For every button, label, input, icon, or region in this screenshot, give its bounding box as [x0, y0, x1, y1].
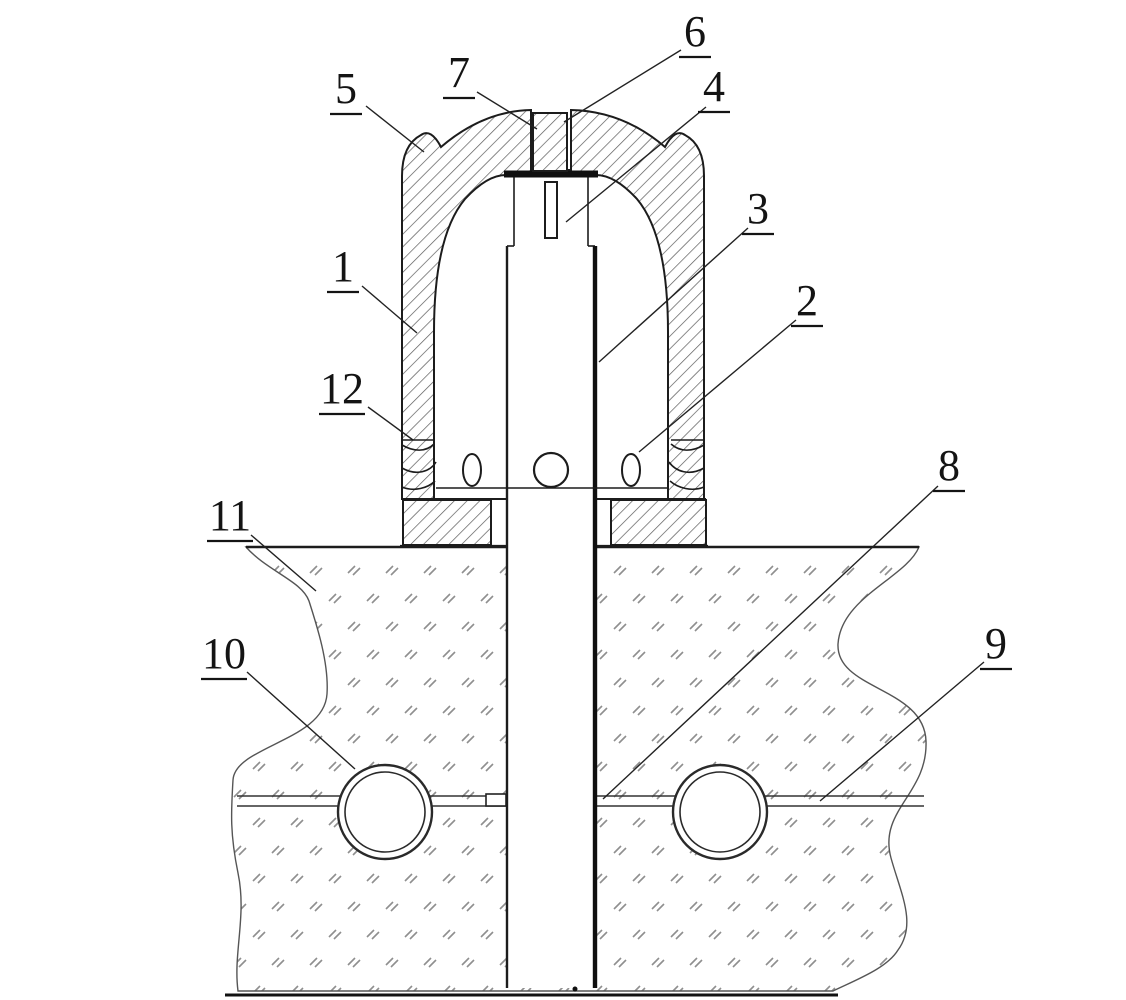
- caption-dot: [572, 986, 578, 992]
- part-label-4: 4: [703, 62, 725, 111]
- vent-slot: [544, 181, 558, 239]
- part-label-10: 10: [202, 629, 246, 678]
- bore-fitting: [485, 793, 507, 807]
- leader-line-12: [367, 406, 414, 441]
- right-pipe-section: [671, 763, 769, 861]
- leader-line-9: [819, 661, 985, 802]
- left-bolt-hole: [462, 453, 482, 487]
- part-label-9: 9: [985, 619, 1007, 668]
- part-label-2: 2: [796, 276, 818, 325]
- housing-cross-section: [401, 108, 705, 500]
- leader-line-7: [476, 91, 538, 130]
- leader-line-1: [361, 285, 418, 334]
- housing-wall: [401, 108, 705, 500]
- leader-line-6: [563, 49, 682, 123]
- left-pipe-inner-circle: [344, 771, 426, 853]
- top-plug: [532, 112, 568, 172]
- part-labels: 1 2 3 4 5 6 7 8 9 10 11 12: [201, 7, 1012, 681]
- center-tube: [504, 170, 598, 988]
- flange-right-block: [610, 499, 707, 546]
- leader-line-10: [246, 671, 356, 770]
- leader-line-3: [598, 227, 749, 363]
- thread-grooves: [401, 439, 705, 490]
- part-label-11: 11: [209, 491, 251, 540]
- left-pipe-section: [336, 763, 434, 861]
- leader-line-5: [365, 105, 425, 153]
- right-bolt-hole: [621, 453, 641, 487]
- tube-interior: [508, 176, 593, 988]
- part-label-6: 6: [684, 7, 706, 56]
- part-label-7: 7: [448, 48, 470, 97]
- leader-line-4: [565, 106, 707, 223]
- leader-line-11: [250, 534, 317, 592]
- base-flange: [400, 498, 708, 548]
- part-label-1: 1: [332, 242, 354, 291]
- leader-line-8: [602, 485, 939, 800]
- part-label-5: 5: [335, 64, 357, 113]
- center-port-circle: [532, 451, 570, 489]
- leader-line-2: [638, 319, 797, 453]
- part-label-12: 12: [320, 364, 364, 413]
- leader-lines: [246, 49, 985, 802]
- right-pipe-inner-circle: [679, 771, 761, 853]
- flange-left-block: [402, 499, 492, 546]
- part-label-8: 8: [938, 441, 960, 490]
- part-label-3: 3: [747, 184, 769, 233]
